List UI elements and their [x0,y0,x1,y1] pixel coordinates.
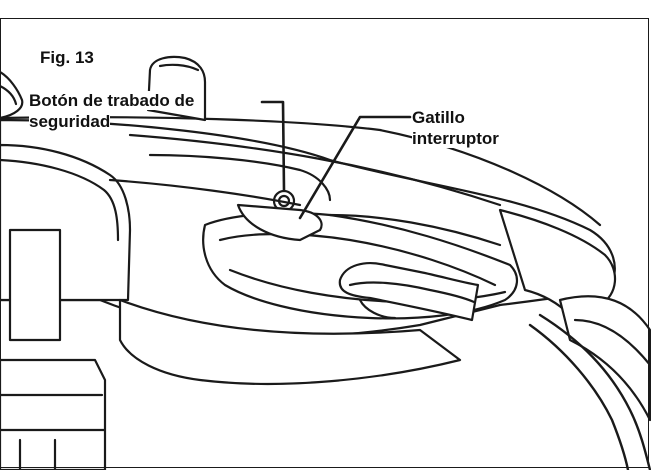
housing-top-contour-2 [128,133,502,207]
left-grip-panel [8,228,62,342]
safety-lock-callout-text: Botón de trabado de seguridad [29,91,195,131]
housing-seam-2 [328,213,502,247]
top-knob-ridge [158,63,200,72]
power-cord-2 [528,323,630,470]
trigger-switch-edge [348,281,476,304]
lower-housing [118,298,462,385]
safety-lock-leader [260,100,286,192]
cord-guard [558,295,651,422]
left-grip-inner [0,158,120,242]
power-cord [538,313,651,470]
housing-seam-3 [148,153,332,202]
switch-boss [236,203,323,242]
rear-handle [498,208,617,317]
cord-guard-inner [573,318,651,367]
trigger-switch [338,262,480,322]
trigger-opening-inner [218,232,497,287]
housing-seam [108,178,302,207]
trigger-switch-callout: Gatillo interruptor [412,107,542,149]
trigger-switch-callout-text: Gatillo interruptor [412,108,499,148]
left-collar [0,358,107,470]
left-knob-inner [0,84,18,106]
trigger-switch-leader [298,115,412,220]
left-collar-ring-3 [18,438,57,470]
safety-lock-callout: Botón de trabado de seguridad [29,90,261,132]
figure-number: Fig. 13 [40,48,94,67]
trigger-switch-hook [358,298,397,320]
housing-top-contour [0,116,602,227]
